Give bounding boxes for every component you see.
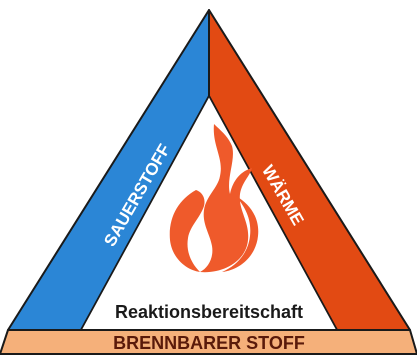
base-label: BRENNBARER STOFF	[113, 333, 305, 353]
flame-icon	[169, 124, 259, 273]
center-label: Reaktionsbereitschaft	[115, 302, 303, 322]
base-fuel	[0, 329, 417, 355]
